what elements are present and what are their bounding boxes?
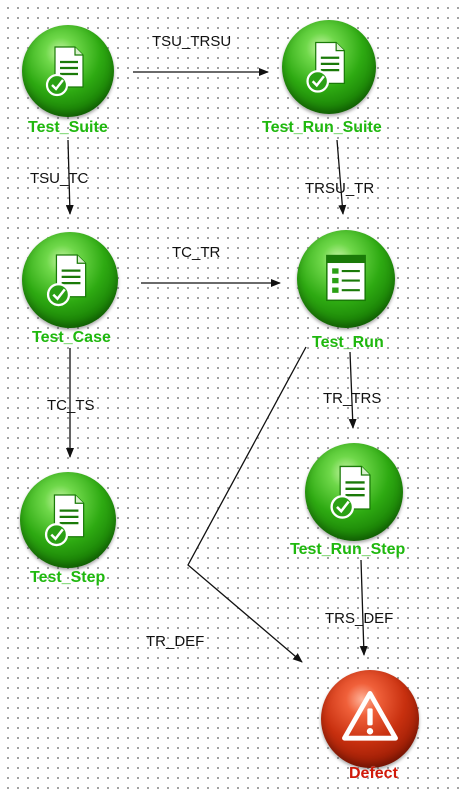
document-check-icon [306, 41, 345, 93]
warning-icon [342, 691, 398, 741]
node-test-run-suite[interactable]: Test_Run_Suite [262, 20, 437, 145]
edge-trsu-tr[interactable] [336, 139, 347, 215]
edge-trs-def[interactable] [359, 559, 368, 656]
node-defect[interactable]: Defect [318, 670, 428, 788]
edge-label-trsu-tr: TRSU_TR [305, 180, 375, 197]
test-case-orb[interactable] [22, 232, 118, 328]
document-check-icon [44, 494, 85, 547]
node-test-step[interactable]: Test_Step [20, 472, 150, 594]
edge-label-tsu-tc: TSU_TC [30, 170, 89, 187]
test-step-orb[interactable] [20, 472, 116, 568]
edge-label-tc-tr: TC_TR [172, 244, 221, 261]
node-test-suite[interactable]: Test_Suite [18, 25, 118, 145]
node-label-test-run-step: Test_Run_Step [290, 541, 406, 558]
node-label-test-case: Test_Case [32, 329, 111, 346]
edge-label-tr-def: TR_DEF [146, 633, 205, 650]
defect-orb[interactable] [321, 670, 419, 768]
node-test-run[interactable]: Test_Run [295, 230, 425, 358]
test-run-orb[interactable] [297, 230, 395, 328]
node-label-test-run: Test_Run [312, 334, 384, 351]
node-label-test-run-suite: Test_Run_Suite [262, 119, 382, 136]
test-run-suite-orb[interactable] [282, 20, 376, 114]
edge-label-tc-ts: TC_TS [47, 397, 95, 414]
document-check-icon [46, 254, 87, 307]
test-suite-orb[interactable] [22, 25, 114, 117]
node-test-run-step[interactable]: Test_Run_Step [290, 443, 455, 565]
node-test-case[interactable]: Test_Case [22, 232, 152, 352]
edge-tsu-tc[interactable] [65, 139, 74, 215]
list-window-icon [326, 254, 366, 302]
node-label-test-suite: Test_Suite [28, 119, 108, 136]
document-check-icon [330, 465, 371, 519]
edge-label-tr-trs: TR_TRS [323, 390, 382, 407]
edge-tr-trs[interactable] [348, 351, 357, 429]
document-check-icon [45, 46, 84, 97]
node-label-test-step: Test_Step [30, 569, 106, 586]
edge-label-tsu-trsu: TSU_TRSU [152, 33, 232, 50]
edge-label-trs-def: TRS_DEF [325, 610, 394, 627]
edge-tr-def[interactable] [187, 346, 307, 663]
node-label-defect: Defect [349, 765, 398, 782]
test-run-step-orb[interactable] [305, 443, 403, 541]
